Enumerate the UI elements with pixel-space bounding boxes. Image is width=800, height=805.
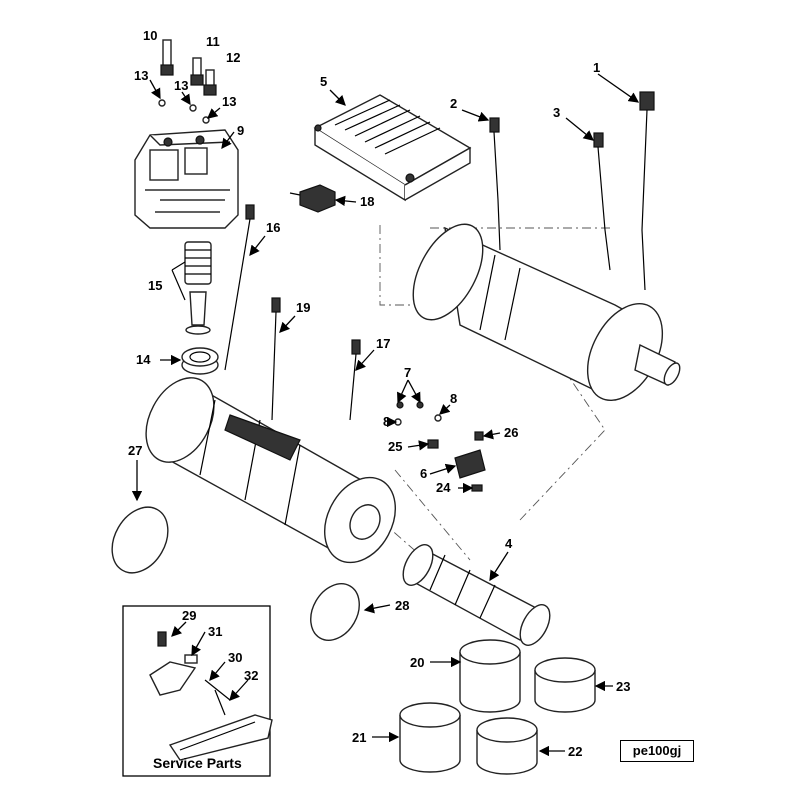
sensor-part-18 — [289, 184, 336, 213]
callout-32: 32 — [244, 668, 258, 683]
mixer-tube-part-4 — [402, 544, 551, 646]
callout-30: 30 — [228, 650, 242, 665]
callout-8a: 8 — [383, 414, 390, 429]
callout-10: 10 — [143, 28, 157, 43]
callout-16: 16 — [266, 220, 280, 235]
callout-27: 27 — [128, 443, 142, 458]
leader-arrows — [131, 73, 640, 757]
service-parts-title: Service Parts — [153, 755, 242, 771]
injector-sensors — [158, 39, 217, 124]
callout-2: 2 — [450, 96, 457, 111]
filter-part-15 — [184, 241, 212, 335]
callout-3: 3 — [553, 105, 560, 120]
assembly-guide-lines — [379, 225, 610, 561]
callout-5: 5 — [320, 74, 327, 89]
callout-21: 21 — [352, 730, 366, 745]
clamp-rings — [111, 506, 360, 641]
small-fittings — [394, 401, 486, 492]
callout-12: 12 — [226, 50, 240, 65]
callout-23: 23 — [616, 679, 630, 694]
callout-29: 29 — [182, 608, 196, 623]
callout-13a: 13 — [134, 68, 148, 83]
callout-6: 6 — [420, 466, 427, 481]
callout-1: 1 — [593, 60, 600, 75]
callout-31: 31 — [208, 624, 222, 639]
callout-28: 28 — [395, 598, 409, 613]
lower-canister — [145, 377, 396, 564]
callout-13c: 13 — [222, 94, 236, 109]
control-module-part-5 — [313, 94, 472, 202]
callout-25: 25 — [388, 439, 402, 454]
callout-11: 11 — [206, 34, 220, 49]
callout-13b: 13 — [174, 78, 188, 93]
callout-9: 9 — [237, 123, 244, 138]
callout-18: 18 — [360, 194, 374, 209]
callout-19: 19 — [296, 300, 310, 315]
callout-7: 7 — [404, 365, 411, 380]
callout-17: 17 — [376, 336, 390, 351]
dosing-module-part-9 — [134, 129, 239, 229]
callout-labels: 1 2 3 4 5 6 7 8 8 9 10 11 12 13 13 13 14… — [128, 28, 630, 759]
reference-code-label: pe100gj — [620, 740, 694, 762]
callout-15: 15 — [148, 278, 162, 293]
callout-24: 24 — [436, 480, 451, 495]
callout-20: 20 — [410, 655, 424, 670]
upper-canister — [412, 223, 681, 402]
filter-cylinders — [399, 639, 596, 775]
callout-8b: 8 — [450, 391, 457, 406]
callout-22: 22 — [568, 744, 582, 759]
service-parts-box — [122, 605, 273, 777]
callout-14: 14 — [136, 352, 151, 367]
nut-part-14 — [181, 347, 219, 375]
callout-26: 26 — [504, 425, 518, 440]
callout-4: 4 — [505, 536, 513, 551]
